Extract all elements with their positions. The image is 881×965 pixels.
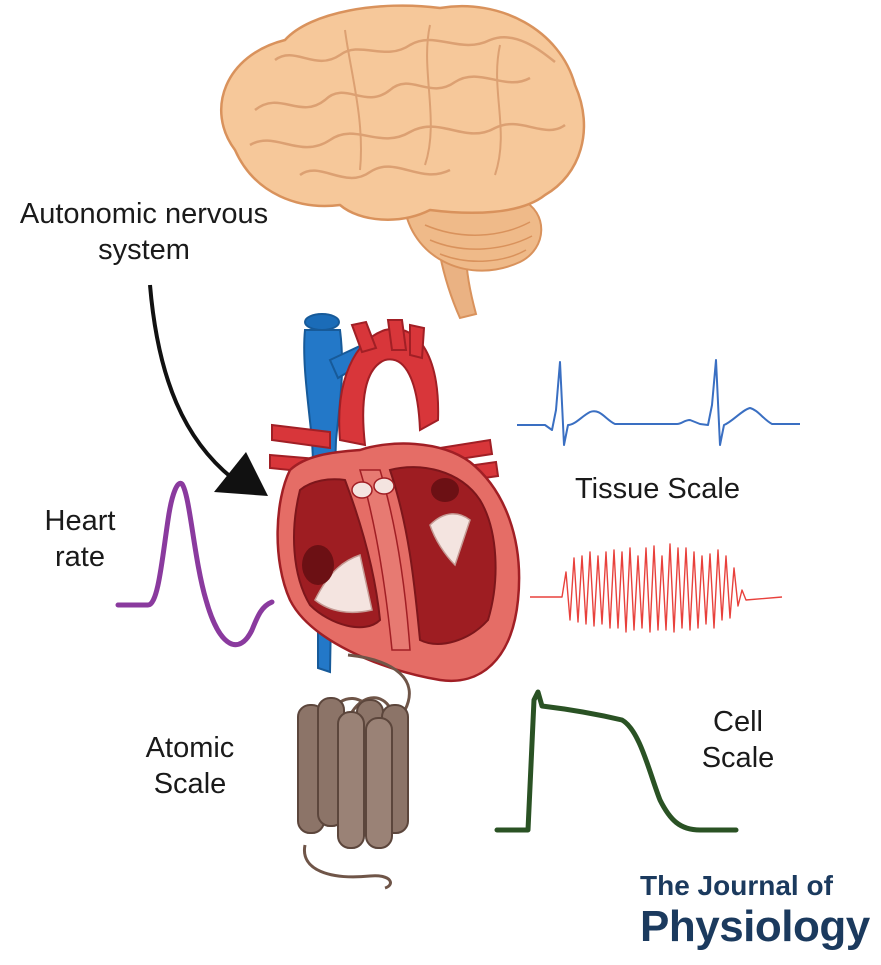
ecg-trace: [517, 359, 800, 446]
ans-label-line2: system: [98, 234, 190, 266]
cell-scale-label: Cell Scale: [688, 704, 788, 776]
cell-scale-label-line2: Scale: [701, 742, 775, 774]
heart-rate-label-line1: Heart: [44, 505, 116, 537]
ion-channel-protein-icon: [297, 653, 411, 890]
atomic-scale-label-line2: Scale: [153, 768, 227, 800]
heart-icon: [269, 319, 521, 683]
atomic-scale-label: Atomic Scale: [128, 730, 252, 802]
ans-label-line1: Autonomic nervous: [19, 198, 269, 230]
heart-rate-label-line2: rate: [55, 541, 105, 573]
journal-logo-line1: The Journal of: [640, 870, 833, 901]
heart-rate-trace: [115, 480, 275, 648]
action-potential-trace: [494, 689, 739, 833]
atomic-scale-label-line1: Atomic: [145, 732, 235, 764]
tissue-scale-label: Tissue Scale: [575, 473, 740, 505]
journal-logo-line2: Physiology: [640, 902, 870, 951]
autonomic-nervous-system-label: Autonomic nervous system: [0, 196, 288, 268]
cell-scale-label-line1: Cell: [713, 706, 763, 738]
brain-icon: [220, 4, 586, 320]
fibrillation-trace: [530, 543, 783, 633]
heart-rate-label: Heart rate: [20, 503, 140, 575]
autonomic-arrow-icon: [148, 284, 268, 496]
journal-logo: The Journal of Physiology: [640, 870, 870, 952]
